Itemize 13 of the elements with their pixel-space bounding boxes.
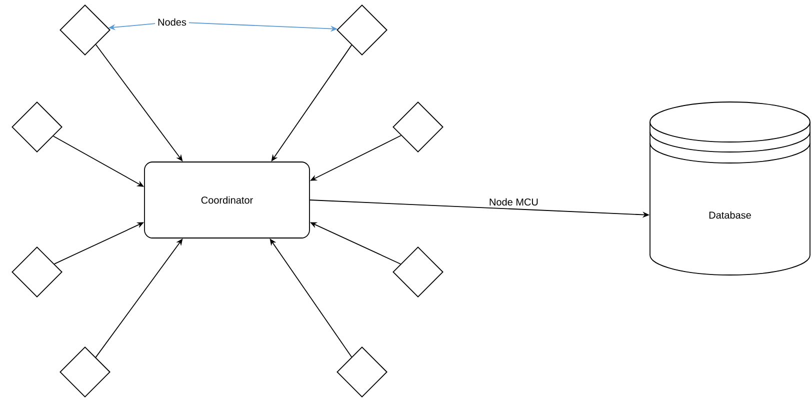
diamond-shape: [60, 346, 110, 398]
diamond-shape: [336, 4, 388, 56]
diamond-shape: [12, 102, 62, 152]
edge-label: Node MCU: [490, 198, 538, 206]
diamond-shape: [392, 246, 444, 298]
database-cylinder: Database: [650, 102, 810, 276]
node-label: Database: [709, 211, 751, 219]
diamond-shape: [60, 4, 110, 56]
diamond-shape: [12, 246, 62, 298]
diamond-shape: [336, 346, 388, 398]
diamond-shape: [392, 102, 444, 152]
text-label: Nodes: [158, 18, 186, 26]
process-box: Coordinator: [144, 162, 310, 238]
